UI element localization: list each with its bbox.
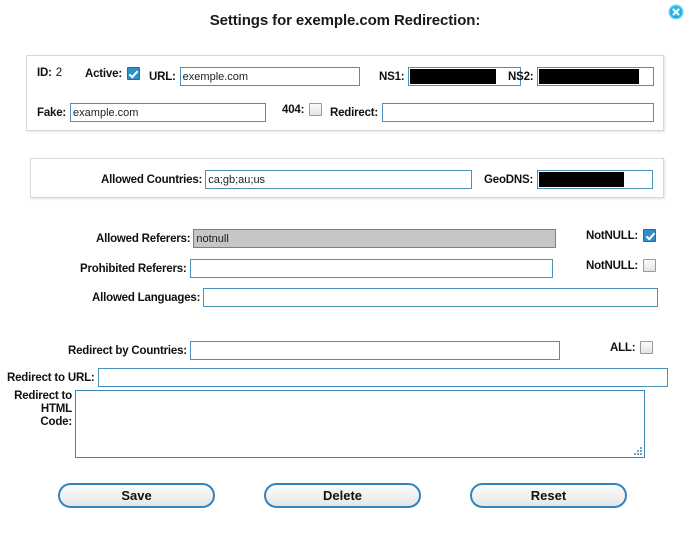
active-checkbox[interactable] [126, 67, 140, 80]
prohibited-referers-notnull-checkbox[interactable] [643, 259, 657, 272]
allowed-referers-notnull-label: NotNULL: [586, 229, 639, 242]
allowed-languages-input[interactable] [203, 288, 659, 307]
redirect-to-url-label: Redirect to URL: [7, 371, 95, 384]
close-circle-icon [668, 4, 684, 20]
allowed-referers-input[interactable] [193, 229, 557, 248]
fake-label: Fake: [37, 106, 67, 119]
allowed-referers-notnull-checkbox[interactable] [643, 229, 657, 242]
redirect-by-countries-label: Redirect by Countries: [68, 344, 187, 357]
identity-panel: ID: 2 Active: URL: NS1: NS2: Fake: 404: … [26, 55, 664, 131]
ns2-redaction-bar [539, 69, 640, 84]
fake-input[interactable] [70, 103, 267, 122]
allowed-languages-label: Allowed Languages: [92, 291, 201, 304]
redirect-input[interactable] [382, 103, 655, 122]
prohibited-referers-input[interactable] [189, 259, 553, 278]
ns1-label: NS1: [379, 70, 405, 83]
ns1-redaction-bar [410, 69, 497, 84]
all-checkbox[interactable] [640, 341, 654, 354]
redirect-to-html-textarea[interactable] [75, 390, 645, 458]
page-title: Settings for exemple.com Redirection: [209, 12, 481, 29]
geodns-label: GeoDNS: [484, 173, 534, 186]
reset-button[interactable]: Reset [470, 483, 627, 508]
url-label: URL: [149, 70, 176, 83]
active-label: Active: [85, 67, 122, 80]
redirect-to-html-label-line2: HTML Code: [40, 403, 72, 428]
redirect-to-html-label-line1: Redirect to [14, 390, 72, 402]
geodns-redaction-bar [539, 172, 625, 187]
ns2-label: NS2: [508, 70, 534, 83]
prohibited-referers-notnull-label: NotNULL: [586, 259, 639, 272]
error404-checkbox[interactable] [309, 103, 323, 116]
allowed-countries-label: Allowed Countries: [101, 173, 203, 186]
url-input[interactable] [179, 67, 360, 86]
redirect-to-url-input[interactable] [97, 368, 668, 387]
prohibited-referers-label: Prohibited Referers: [80, 262, 187, 275]
all-label: ALL: [610, 341, 636, 354]
id-value: 2 [55, 67, 63, 79]
redirect-by-countries-input[interactable] [189, 341, 560, 360]
allowed-countries-input[interactable] [205, 170, 473, 189]
save-button[interactable]: Save [58, 483, 215, 508]
allowed-countries-panel: Allowed Countries: GeoDNS: [30, 158, 664, 198]
delete-button[interactable]: Delete [264, 483, 421, 508]
close-button[interactable] [668, 4, 684, 20]
error404-label: 404: [282, 103, 305, 116]
redirect-label: Redirect: [330, 106, 379, 119]
allowed-referers-label: Allowed Referers: [96, 232, 191, 245]
id-label: ID: [37, 67, 52, 79]
